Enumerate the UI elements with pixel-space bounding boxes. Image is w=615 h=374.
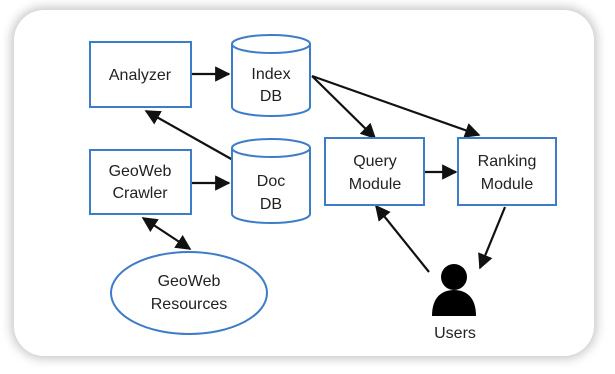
- user-icon: [432, 264, 476, 316]
- index-db-node: Index DB: [231, 34, 311, 117]
- analyzer-label: Analyzer: [109, 67, 172, 84]
- ranking-module-node: Ranking Module: [457, 137, 557, 206]
- geoweb-resources-node: GeoWeb Resources: [110, 251, 268, 335]
- query-module-label-line2: Module: [349, 176, 402, 193]
- index-db-label-line1: Index: [251, 66, 290, 83]
- edge-index-db-to-ranking: [311, 74, 481, 138]
- users-node: Users: [432, 264, 476, 342]
- edge-index-db-to-query: [311, 75, 377, 140]
- users-label: Users: [434, 325, 476, 342]
- edge-doc-db-to-analyzer: [144, 110, 234, 161]
- edge-crawler-resources: [141, 217, 192, 250]
- crawler-label-line1: GeoWeb: [109, 163, 172, 180]
- crawler-node: GeoWeb Crawler: [89, 149, 192, 215]
- doc-db-label-line1: Doc: [257, 173, 285, 190]
- edge-users-to-query: [375, 204, 430, 273]
- doc-db-node: Doc DB: [231, 138, 311, 224]
- query-module-node: Query Module: [324, 137, 425, 206]
- edges: [141, 66, 507, 273]
- geoweb-resources-label-line1: GeoWeb: [158, 273, 221, 290]
- index-db-label-line2: DB: [260, 88, 282, 105]
- geoweb-resources-label-line2: Resources: [151, 296, 227, 313]
- crawler-label-line2: Crawler: [112, 185, 168, 202]
- ranking-module-label-line2: Module: [481, 176, 534, 193]
- ranking-module-label-line1: Ranking: [478, 153, 537, 170]
- query-module-label-line1: Query: [353, 153, 397, 170]
- analyzer-node: Analyzer: [89, 41, 192, 108]
- edge-ranking-to-users: [478, 206, 507, 270]
- doc-db-label-line2: DB: [260, 196, 282, 213]
